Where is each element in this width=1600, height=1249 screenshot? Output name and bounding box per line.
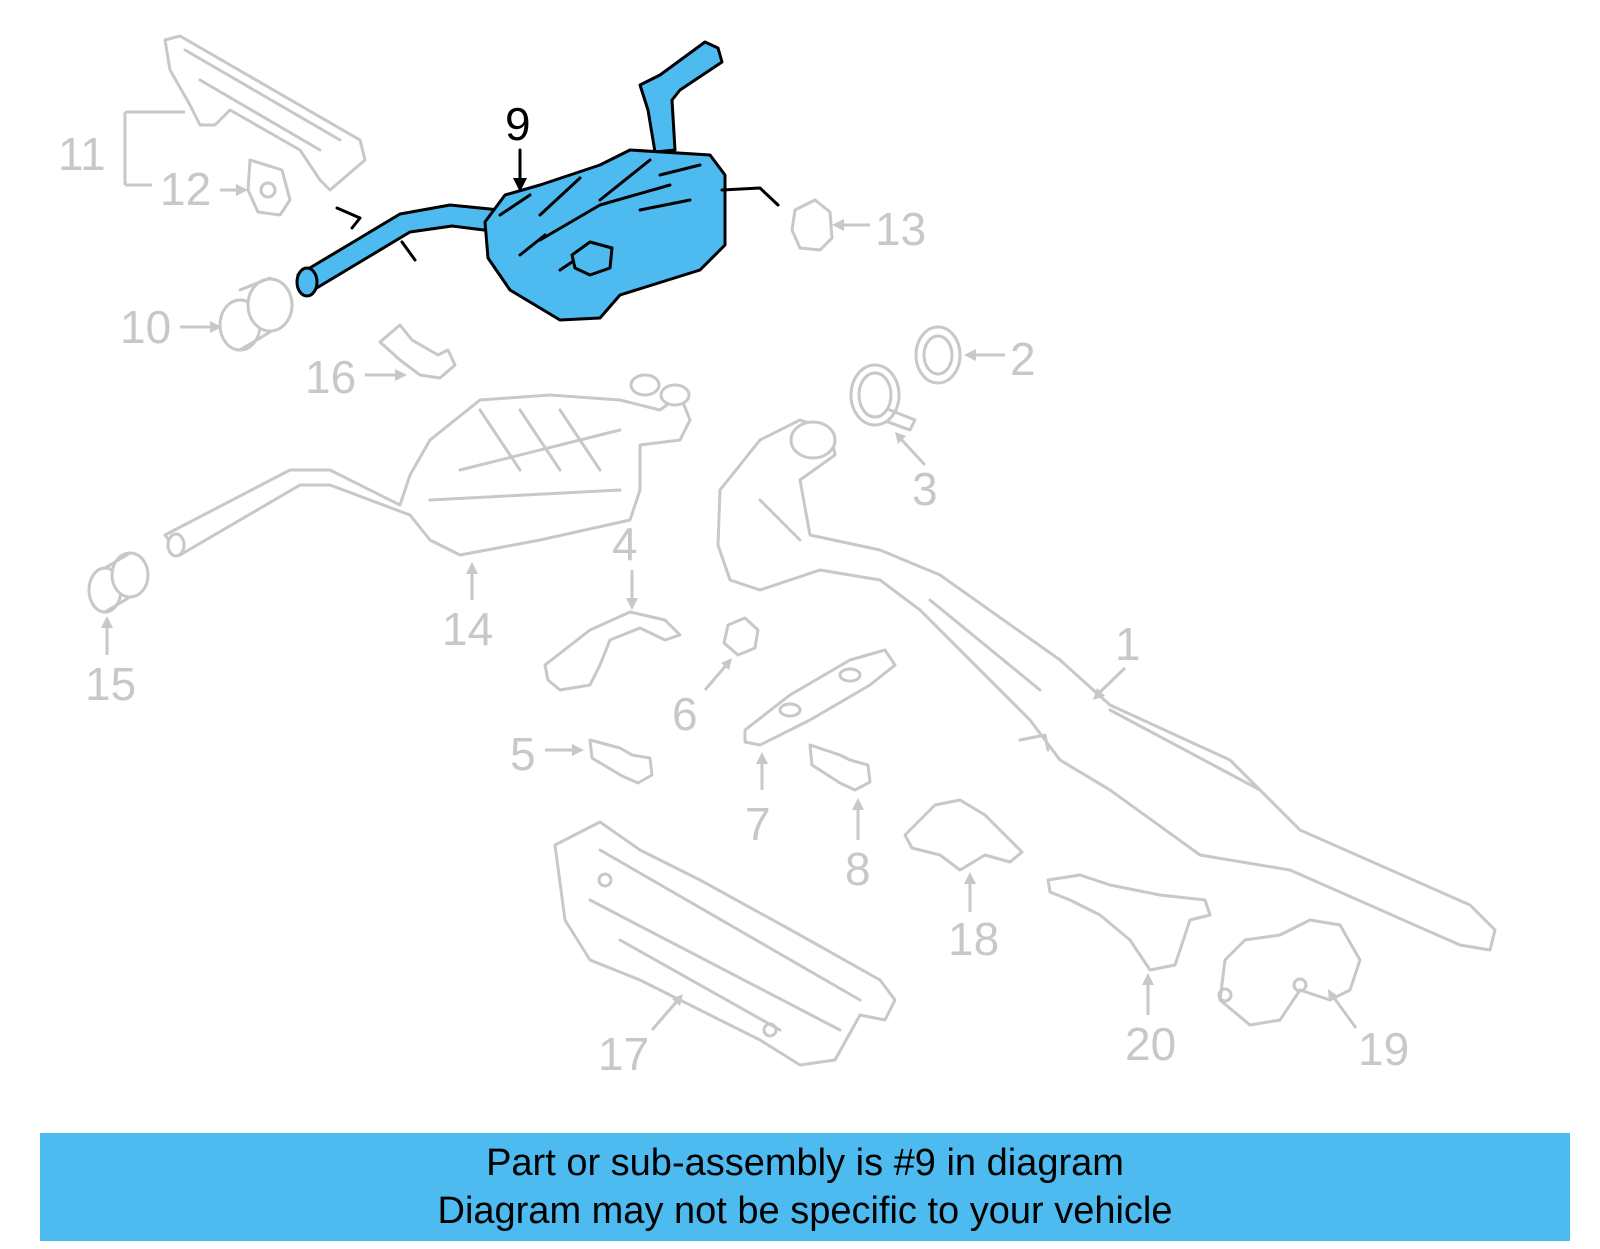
bracket-20-icon xyxy=(1046,873,1212,972)
callout-19: 19 xyxy=(1358,1023,1409,1075)
callout-11: 11 xyxy=(58,128,106,180)
callout-5: 5 xyxy=(510,728,536,780)
callout-18: 18 xyxy=(948,913,999,965)
callout-12: 12 xyxy=(160,163,211,215)
callout-9: 9 xyxy=(505,98,531,150)
rubber-mount-12-icon xyxy=(246,158,292,217)
bracket-11-icon xyxy=(163,34,367,192)
callout-17: 17 xyxy=(598,1028,649,1080)
callout-3: 3 xyxy=(912,463,938,515)
nut-6-icon xyxy=(722,616,760,657)
bracket-4-icon xyxy=(543,610,682,692)
bracket-18-icon xyxy=(903,798,1024,872)
rear-muffler-9-icon[interactable] xyxy=(295,40,780,322)
clamp-15-icon xyxy=(87,551,150,614)
bracket-19-icon xyxy=(1217,918,1362,1027)
callout-8: 8 xyxy=(845,843,871,895)
hanger-bracket-7-icon xyxy=(743,648,897,747)
callout-4: 4 xyxy=(612,518,638,570)
callout-2: 2 xyxy=(1010,333,1036,385)
heat-shield-17-icon xyxy=(553,820,897,1067)
callout-6: 6 xyxy=(672,688,698,740)
bolt-8-icon xyxy=(808,743,872,792)
callout-7: 7 xyxy=(745,798,771,850)
bolt-5-icon xyxy=(588,738,654,785)
rubber-stop-13-icon xyxy=(790,198,834,252)
gasket-2-icon xyxy=(914,325,962,385)
callout-1: 1 xyxy=(1115,618,1141,670)
info-banner: Part or sub-assembly is #9 in diagram Di… xyxy=(40,1133,1570,1241)
banner-line-2: Diagram may not be specific to your vehi… xyxy=(437,1190,1173,1232)
callout-10: 10 xyxy=(120,301,171,353)
callout-14: 14 xyxy=(442,603,493,655)
hanger-16-icon xyxy=(378,323,457,380)
callout-9-arrowhead xyxy=(513,178,527,192)
clamp-10-icon xyxy=(218,276,294,352)
callout-15: 15 xyxy=(85,658,136,710)
catalytic-converter-1-icon xyxy=(716,418,1497,952)
callout-20: 20 xyxy=(1125,1018,1176,1070)
banner-line-1: Part or sub-assembly is #9 in diagram xyxy=(486,1142,1124,1184)
muffler-assembly-14-icon xyxy=(163,373,692,558)
callout-16: 16 xyxy=(305,351,356,403)
callout-13: 13 xyxy=(875,203,926,255)
clamp-ring-3-icon xyxy=(849,363,917,432)
